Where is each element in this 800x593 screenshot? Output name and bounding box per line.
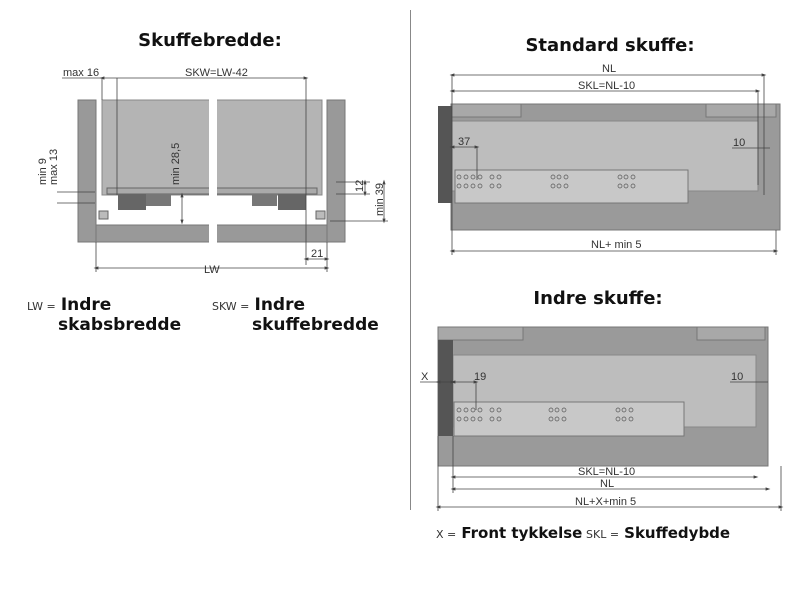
legend-skw-key: SKW = (212, 300, 250, 313)
dim-skl: SKL=NL-10 (578, 80, 635, 92)
dim-min39: min 39 (374, 183, 386, 216)
dim-nl-x-min5: NL+X+min 5 (575, 496, 636, 508)
dim-19: 19 (474, 371, 486, 383)
dim-10-inner: 10 (731, 371, 743, 383)
dim-max16: max 16 (63, 67, 99, 79)
dim-12: 12 (354, 180, 366, 192)
title-standard-skuffe: Standard skuffe: (525, 35, 695, 56)
legend-skw-line1: Indre (254, 295, 306, 315)
dim-nl-min5: NL+ min 5 (591, 239, 641, 251)
legend-x-key: X = (436, 528, 457, 541)
legend-x-value: Front tykkelse (461, 524, 583, 542)
dim-lw: LW (204, 264, 220, 276)
legend-skl-key: SKL = (586, 528, 620, 541)
dim-37: 37 (458, 136, 470, 148)
legend-skl: SKL = Skuffedybde (586, 523, 730, 542)
dim-skl-inner: SKL=NL-10 (578, 466, 635, 478)
standard-drawer-diagram: NL SKL=NL-10 37 10 NL+ min 5 (438, 63, 781, 255)
inner-drawer-diagram: X 19 10 SKL=NL-10 NL NL+X+min 5 (420, 326, 784, 511)
legend-lw-line2: skabsbredde (58, 315, 182, 335)
dim-skw: SKW=LW-42 (185, 67, 248, 79)
title-skuffebredde: Skuffebredde: (138, 30, 282, 51)
legend-x: X = Front tykkelse (436, 523, 582, 542)
title-indre-skuffe: Indre skuffe: (533, 288, 663, 309)
divider (410, 10, 411, 510)
legend-skw-line2: skuffebredde (252, 315, 379, 335)
legend-skl-value: Skuffedybde (624, 524, 731, 542)
dim-x: X (421, 371, 429, 383)
legend-skw: SKW = Indre skuffebredde (212, 295, 379, 335)
dim-min285: min 28,5 (170, 143, 182, 185)
dim-max13: max 13 (48, 149, 60, 185)
legend-lw-line1: Indre (60, 295, 112, 315)
dim-nl-inner: NL (600, 478, 614, 490)
legend-lw-key: LW = (27, 300, 56, 313)
dim-10: 10 (733, 137, 745, 149)
dim-21: 21 (311, 248, 323, 260)
dim-nl: NL (602, 63, 616, 75)
cabinet-width-diagram: max 16 SKW=LW-42 min 9 max 13 min 28,5 1… (37, 67, 388, 276)
dim-min9: min 9 (37, 158, 49, 185)
legend-lw: LW = Indre skabsbredde (27, 295, 181, 335)
